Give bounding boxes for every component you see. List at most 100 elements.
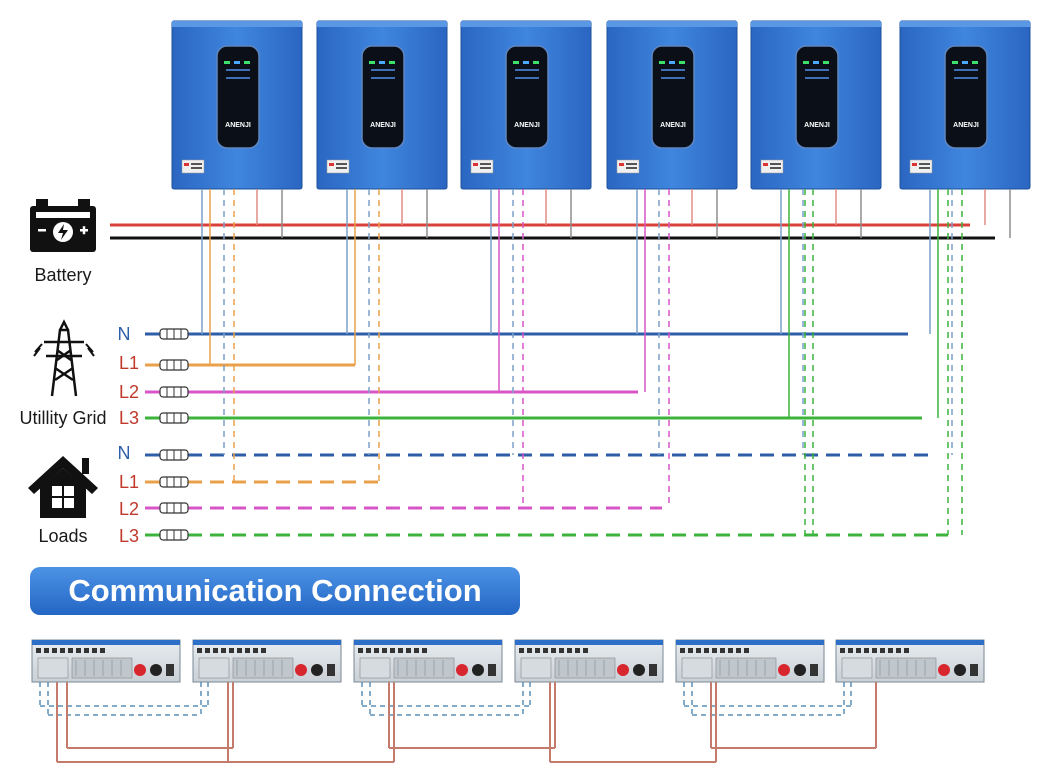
rack-top-stripe (354, 640, 502, 645)
wiring (110, 189, 1011, 541)
rack-port (68, 648, 73, 653)
inverter-display (651, 45, 695, 149)
rack-port (720, 648, 725, 653)
rack-positive-terminal (938, 664, 950, 676)
inverter-top-edge (751, 21, 881, 27)
rack-port (744, 648, 749, 653)
status-led (369, 61, 375, 64)
status-led (533, 61, 539, 64)
warning-text-mark (191, 163, 202, 165)
grid-phase-l2: L2 (119, 382, 139, 402)
inverter-display (944, 45, 988, 149)
communication-wiring (39, 682, 877, 763)
warning-text-mark (770, 163, 781, 165)
load-phase-n: N (118, 443, 131, 463)
display-segment (226, 69, 250, 71)
status-led (224, 61, 230, 64)
inverter-rack-unit (835, 639, 985, 683)
rack-negative-terminal (954, 664, 966, 676)
rack-port (261, 648, 266, 653)
warning-text-mark (626, 163, 637, 165)
grid-phase-l1: L1 (119, 353, 139, 373)
status-led (803, 61, 809, 64)
rack-port (374, 648, 379, 653)
rack-port (840, 648, 845, 653)
display-segment (954, 69, 978, 71)
rack-port (237, 648, 242, 653)
rack-panel (198, 657, 230, 679)
rack-top-stripe (676, 640, 824, 645)
rack-port (382, 648, 387, 653)
connector-icon (159, 476, 189, 488)
rack-port (358, 648, 363, 653)
rack-port (559, 648, 564, 653)
rack-port (366, 648, 371, 653)
rack-vent (875, 657, 937, 679)
inverter-brand-label: ANENJI (804, 122, 830, 129)
rack-port (535, 648, 540, 653)
rack-vent (393, 657, 455, 679)
rack-switch (488, 664, 496, 676)
rack-vent (715, 657, 777, 679)
inverter-rack-unit (675, 639, 825, 683)
banner-title: Communication Connection (68, 573, 481, 608)
connector-icon (159, 412, 189, 424)
rack-port (52, 648, 57, 653)
warning-text-mark (480, 163, 491, 165)
rack-port (36, 648, 41, 653)
inverter-warning-label (616, 159, 640, 174)
rack-positive-terminal (617, 664, 629, 676)
rack-panel (520, 657, 552, 679)
rack-port (880, 648, 885, 653)
display-segment (515, 69, 539, 71)
status-led (659, 61, 665, 64)
rack-port (575, 648, 580, 653)
load-phase-l2: L2 (119, 499, 139, 519)
inverter-brand-label: ANENJI (370, 122, 396, 129)
inverter-top-edge (461, 21, 591, 27)
inverter-rack-unit (353, 639, 503, 683)
warning-mark (329, 163, 334, 166)
rack-port (60, 648, 65, 653)
status-led (813, 61, 819, 64)
inverter-unit: ANENJI (171, 20, 303, 190)
rack-port (221, 648, 226, 653)
status-led (823, 61, 829, 64)
rack-top-stripe (193, 640, 341, 645)
rack-vent (232, 657, 294, 679)
rack-port (44, 648, 49, 653)
rack-panel (681, 657, 713, 679)
warning-mark (184, 163, 189, 166)
rack-port (519, 648, 524, 653)
inverter-unit: ANENJI (750, 20, 882, 190)
rack-port (197, 648, 202, 653)
warning-mark (619, 163, 624, 166)
inverter-brand-label: ANENJI (660, 122, 686, 129)
inverter-unit: ANENJI (460, 20, 592, 190)
grid-label: Utillity Grid (19, 408, 106, 428)
inverter-top-edge (172, 21, 302, 27)
rack-port (213, 648, 218, 653)
rack-port (414, 648, 419, 653)
rack-top-stripe (515, 640, 663, 645)
status-led (234, 61, 240, 64)
status-led (669, 61, 675, 64)
inverter-top-edge (317, 21, 447, 27)
rack-port (583, 648, 588, 653)
rack-panel (359, 657, 391, 679)
rack-top-stripe (32, 640, 180, 645)
transmission-tower-icon (33, 319, 95, 397)
grid-phase-l3: L3 (119, 408, 139, 428)
rack-port (92, 648, 97, 653)
loads-label: Loads (38, 526, 87, 546)
status-led (513, 61, 519, 64)
rack-port (253, 648, 258, 653)
display-segment (661, 77, 685, 79)
inverter-display (505, 45, 549, 149)
status-led (379, 61, 385, 64)
inverter-rack-row (31, 639, 985, 683)
connector-icon (159, 386, 189, 398)
inverter-top-edge (900, 21, 1030, 27)
warning-text-mark (336, 167, 347, 169)
